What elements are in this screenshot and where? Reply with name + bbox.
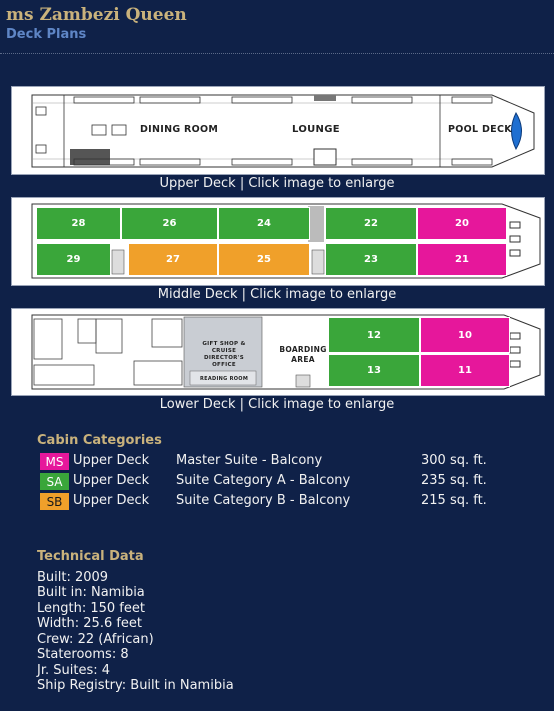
cabin-26: 26: [121, 207, 218, 240]
tech-width: Width: 25.6 feet: [37, 616, 143, 631]
tech-built: Built: 2009: [37, 570, 109, 585]
reading-room-label: READING ROOM: [200, 376, 249, 382]
upper-deck-plan-image[interactable]: DINING ROOM LOUNGE POOL DECK: [11, 86, 545, 175]
page-subtitle: Deck Plans: [6, 27, 87, 42]
boarding-area-label: BOARDING AREA: [279, 345, 327, 364]
category-row-ms: MS Upper Deck Master Suite - Balcony 300…: [37, 453, 537, 471]
category-badge-sb: SB: [40, 493, 69, 510]
gift-shop-label: GIFT SHOP & CRUISE DIRECTOR'S OFFICE: [202, 341, 246, 368]
lounge-label: LOUNGE: [292, 124, 340, 135]
category-size: 215 sq. ft.: [421, 493, 487, 508]
tech-staterooms: Staterooms: 8: [37, 647, 129, 662]
cabin-20: 20: [417, 207, 507, 240]
upper-deck-caption[interactable]: Upper Deck | Click image to enlarge: [159, 176, 395, 191]
pool-shape: [511, 111, 522, 151]
category-badge-ms: MS: [40, 453, 69, 470]
technical-data-heading: Technical Data: [37, 549, 144, 564]
cabin-27: 27: [128, 243, 218, 276]
middle-deck-caption[interactable]: Middle Deck | Click image to enlarge: [157, 287, 397, 302]
lower-deck-plan-image[interactable]: GIFT SHOP & CRUISE DIRECTOR'S OFFICE REA…: [11, 308, 545, 396]
category-deck: Upper Deck: [73, 493, 150, 508]
category-row-sa: SA Upper Deck Suite Category A - Balcony…: [37, 473, 537, 491]
cabin-25: 25: [218, 243, 310, 276]
tech-crew: Crew: 22 (African): [37, 632, 154, 647]
cabin-21: 21: [417, 243, 507, 276]
header-divider: [0, 53, 554, 54]
category-badge-sa: SA: [40, 473, 69, 490]
tech-ship-registry: Ship Registry: Built in Namibia: [37, 678, 234, 693]
cabin-12: 12: [328, 317, 420, 353]
tech-jr-suites: Jr. Suites: 4: [37, 663, 111, 678]
category-description: Master Suite - Balcony: [176, 453, 323, 468]
category-deck: Upper Deck: [73, 453, 150, 468]
cabin-22: 22: [325, 207, 417, 240]
category-size: 235 sq. ft.: [421, 473, 487, 488]
category-size: 300 sq. ft.: [421, 453, 487, 468]
cabin-categories-heading: Cabin Categories: [37, 433, 162, 448]
cabin-28: 28: [36, 207, 121, 240]
cabin-29: 29: [36, 243, 111, 276]
category-deck: Upper Deck: [73, 473, 150, 488]
category-row-sb: SB Upper Deck Suite Category B - Balcony…: [37, 493, 537, 511]
middle-deck-plan-image[interactable]: 28 26 24 22 20 29 27 25 23 21: [11, 197, 545, 286]
category-description: Suite Category A - Balcony: [176, 473, 351, 488]
cabin-11: 11: [420, 354, 510, 387]
category-description: Suite Category B - Balcony: [176, 493, 351, 508]
dining-room-label: DINING ROOM: [140, 124, 219, 135]
pool-deck-label: POOL DECK: [448, 124, 512, 135]
lower-deck-caption[interactable]: Lower Deck | Click image to enlarge: [159, 397, 395, 412]
cabin-13: 13: [328, 354, 420, 387]
upper-deck-hull: [31, 94, 535, 168]
cabin-24: 24: [218, 207, 310, 240]
tech-built-in: Built in: Namibia: [37, 585, 145, 600]
page-title: ms Zambezi Queen: [6, 5, 187, 25]
cabin-10: 10: [420, 317, 510, 353]
cabin-23: 23: [325, 243, 417, 276]
tech-length: Length: 150 feet: [37, 601, 145, 616]
